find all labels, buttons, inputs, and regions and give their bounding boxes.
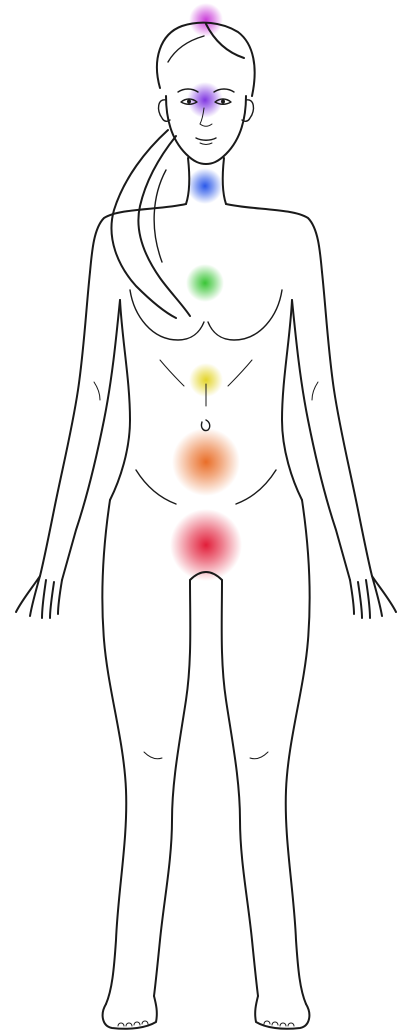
hand-right [350, 576, 396, 618]
arm-right-inner [292, 300, 350, 580]
chakra-crown-glow [189, 3, 223, 37]
lip-lower [200, 143, 212, 145]
hip-left [136, 470, 176, 504]
torso-left [110, 300, 130, 500]
leg-right-outer [286, 500, 310, 1004]
neck-right [223, 158, 226, 204]
elbow-right [312, 382, 318, 400]
mouth [196, 138, 216, 140]
toes-left [118, 1021, 148, 1026]
leg-right-inner [222, 580, 258, 996]
hand-left [16, 576, 62, 618]
chakra-heart-glow [186, 264, 224, 302]
arm-right-outer [322, 272, 372, 576]
neck-left [186, 158, 189, 204]
chakra-glows [170, 3, 242, 581]
knee-right [250, 752, 268, 759]
chakra-sacral-glow [172, 428, 240, 496]
hair-strand-left [168, 36, 204, 62]
arm-left-outer [40, 272, 90, 576]
hip-right [236, 470, 276, 504]
ponytail-inner [138, 136, 190, 316]
breast-right [208, 290, 282, 340]
pupil-left [187, 100, 191, 104]
toes-right [264, 1021, 294, 1026]
chakra-root-glow [170, 509, 242, 581]
elbow-left [94, 382, 100, 400]
arm-left-inner [62, 300, 120, 580]
leg-left-outer [102, 500, 126, 1004]
pupil-right [221, 100, 225, 104]
shoulder-right [226, 204, 322, 272]
chakra-throat-glow [187, 168, 223, 204]
torso-right [282, 300, 302, 500]
rib-left [160, 360, 184, 386]
foot-right [255, 996, 309, 1029]
leg-left-inner [154, 580, 190, 996]
knee-left [144, 752, 162, 759]
foot-left [103, 996, 157, 1029]
ponytail-strand [154, 170, 166, 262]
rib-right [228, 360, 252, 386]
ponytail-outer [111, 130, 176, 318]
